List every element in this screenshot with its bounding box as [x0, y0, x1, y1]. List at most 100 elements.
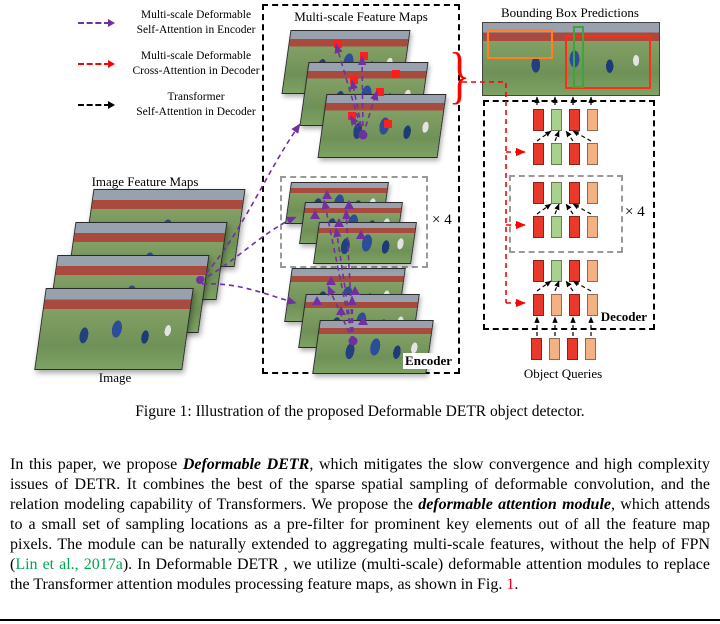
query-feature-red	[533, 216, 544, 238]
decoder-row	[533, 143, 598, 165]
sampling-point-icon	[334, 40, 342, 48]
query-feature-red	[569, 109, 580, 131]
purple-dashed-arrow-icon	[78, 18, 120, 27]
query-feature-green	[551, 182, 562, 204]
input-image	[34, 288, 194, 370]
body-paragraph: In this paper, we propose Deformable DET…	[10, 455, 710, 595]
citation-lin-et-al-2017a[interactable]: Lin et al., 2017a	[15, 556, 123, 573]
legend-label: Multi-scale Deformable Cross-Attention i…	[126, 49, 266, 79]
bottom-rule	[0, 619, 720, 621]
legend-label: Multi-scale Deformable Self-Attention in…	[126, 8, 266, 38]
reference-point-icon	[356, 230, 366, 239]
query-feature-peach	[551, 294, 562, 316]
query-feature-red	[531, 338, 542, 360]
decoder-repeat-box	[509, 175, 623, 253]
legend-line: Transformer	[167, 90, 225, 103]
reference-point-icon	[336, 306, 346, 315]
figure-1-diagram: Multi-scale Deformable Self-Attention in…	[34, 4, 660, 385]
red-brace: }	[448, 39, 471, 110]
query-feature-green	[551, 109, 562, 131]
decoder-row	[533, 182, 598, 204]
text-segment: , which mitigates the slow convergence a…	[10, 456, 710, 513]
decoder-label: Decoder	[598, 309, 649, 325]
decoder-row	[533, 294, 598, 316]
sampling-point-icon	[348, 112, 356, 120]
reference-point-icon	[326, 276, 336, 285]
legend-label: Transformer Self-Attention in Decoder	[126, 90, 266, 120]
encoder-label: Encoder	[403, 353, 454, 369]
deformable-detr-term: Deformable DETR	[182, 456, 310, 473]
sampling-point-icon	[376, 88, 384, 96]
legend-line: Cross-Attention in Decoder	[132, 64, 260, 77]
query-feature-red	[533, 294, 544, 316]
query-feature-red	[533, 182, 544, 204]
legend-line: Self-Attention in Encoder	[136, 23, 256, 36]
sampling-point-icon	[392, 70, 400, 78]
query-feature-red	[533, 143, 544, 165]
query-feature-peach	[587, 143, 598, 165]
reference-point-icon	[344, 200, 354, 209]
bounding-box-green	[573, 26, 584, 88]
legend-line: Multi-scale Deformable	[140, 49, 252, 62]
sampling-point-icon	[384, 120, 392, 128]
text-segment: In this paper, we propose	[10, 456, 183, 473]
decoder-row	[533, 109, 598, 131]
query-feature-green	[551, 216, 562, 238]
legend-item-decoder-self-attention: Transformer Self-Attention in Decoder	[78, 90, 266, 120]
black-dashed-arrow-icon	[78, 100, 120, 109]
figure-1-ref[interactable]: 1	[506, 576, 515, 593]
decoder-row	[533, 260, 598, 282]
reference-point-icon	[334, 218, 344, 227]
query-feature-red	[569, 260, 580, 282]
query-feature-peach	[587, 294, 598, 316]
red-dashed-arrow-icon	[78, 59, 120, 68]
encoder-repeat-count: × 4	[432, 212, 452, 228]
query-feature-red	[569, 294, 580, 316]
query-feature-red	[569, 143, 580, 165]
query-feature-green	[551, 260, 562, 282]
bounding-box-predictions-label: Bounding Box Predictions	[501, 5, 639, 20]
image-label: Image	[98, 370, 132, 385]
reference-point-icon	[322, 190, 332, 199]
query-feature-green	[551, 143, 562, 165]
query-feature-peach	[587, 109, 598, 131]
image-feature-maps-label: Image Feature Maps	[91, 174, 199, 189]
bounding-box-predictions-image	[482, 22, 660, 96]
decoder-repeat-count: × 4	[625, 204, 645, 220]
ms-feature-map-mid-3	[313, 222, 417, 264]
legend-item-encoder-self-attention: Multi-scale Deformable Self-Attention in…	[78, 8, 266, 38]
query-feature-red	[533, 109, 544, 131]
deformable-attention-module-term: deformable attention module	[418, 496, 611, 513]
query-feature-red	[569, 216, 580, 238]
decoder-row	[533, 216, 598, 238]
legend-line: Self-Attention in Decoder	[136, 105, 256, 118]
ms-feature-map-top-3	[317, 94, 447, 158]
object-queries-label: Object Queries	[523, 366, 603, 381]
reference-point-icon	[358, 316, 368, 325]
reference-point-icon	[310, 210, 320, 219]
query-feature-peach	[585, 338, 596, 360]
sampling-point-icon	[350, 76, 358, 84]
reference-point-icon	[350, 286, 360, 295]
query-feature-red	[567, 338, 578, 360]
text-segment: , which attends to a small set of sampli…	[10, 496, 710, 573]
text-segment: .	[514, 576, 519, 593]
legend-item-decoder-cross-attention: Multi-scale Deformable Cross-Attention i…	[78, 49, 266, 79]
bounding-box-red	[565, 35, 651, 89]
query-feature-peach	[587, 216, 598, 238]
figure-caption: Figure 1: Illustration of the proposed D…	[135, 403, 585, 420]
reference-point-icon	[312, 296, 322, 305]
decoder-box: × 4 Decoder	[483, 100, 655, 330]
text-segment: ). In Deformable DETR , we utilize (mult…	[10, 556, 710, 593]
query-feature-peach	[549, 338, 560, 360]
sampling-point-icon	[360, 52, 368, 60]
query-feature-peach	[587, 260, 598, 282]
legend: Multi-scale Deformable Self-Attention in…	[78, 8, 266, 120]
object-queries-row	[531, 338, 596, 360]
legend-line: Multi-scale Deformable	[140, 9, 252, 21]
multi-scale-feature-maps-title: Multi-scale Feature Maps	[294, 9, 428, 24]
query-feature-peach	[587, 182, 598, 204]
query-feature-red	[533, 260, 544, 282]
bounding-box-orange	[487, 29, 553, 59]
